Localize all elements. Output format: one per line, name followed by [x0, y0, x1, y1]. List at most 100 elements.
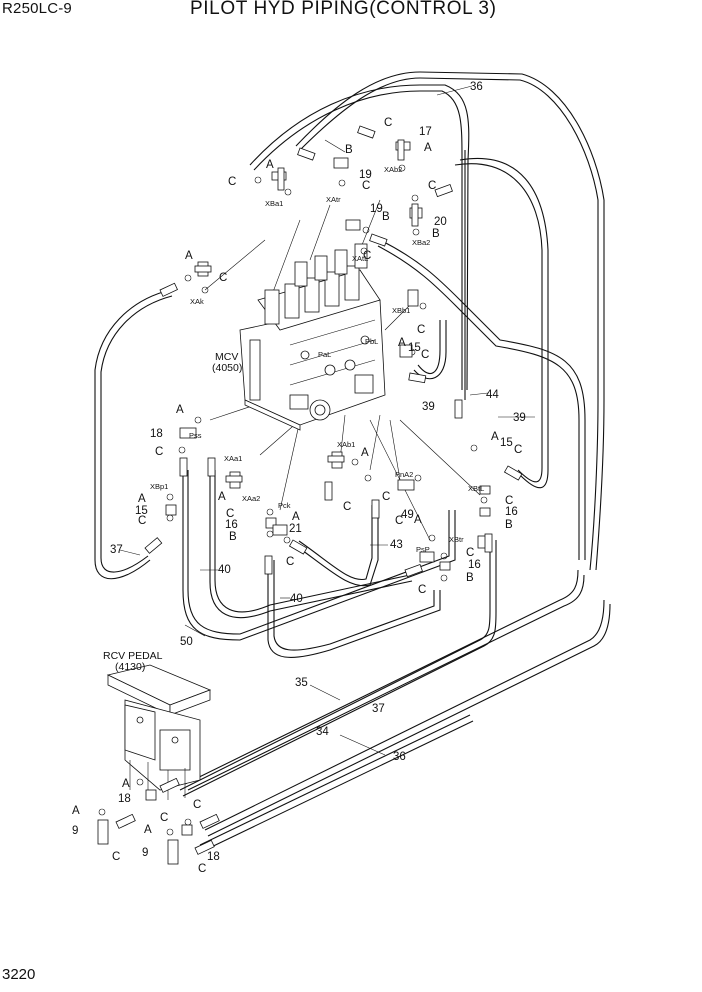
part-number-18: 18: [207, 851, 220, 863]
letter-c: C: [286, 556, 294, 568]
letter-c: C: [363, 250, 371, 262]
rcv-pedal-body: [106, 664, 212, 800]
letter-c: C: [193, 799, 201, 811]
part-number-34: 34: [316, 726, 329, 738]
part-number-16: 16: [225, 519, 238, 531]
letter-a: A: [398, 337, 406, 349]
part-number-39: 39: [422, 401, 435, 413]
port-label-xba2: XBa2: [412, 238, 430, 247]
part-number-15: 15: [408, 342, 421, 354]
part-number-19: 19: [359, 169, 372, 181]
letter-c: C: [160, 812, 168, 824]
letter-c: C: [228, 176, 236, 188]
letter-b: B: [505, 519, 513, 531]
letter-b: B: [432, 228, 440, 240]
part-number-18: 18: [118, 793, 131, 805]
port-label-xak: XAk: [190, 297, 204, 306]
part-number-41: 36: [470, 81, 483, 93]
mcv-label: MCV: [215, 351, 238, 363]
letter-c: C: [362, 180, 370, 192]
letter-c: C: [395, 515, 403, 527]
letter-b: B: [345, 144, 353, 156]
fittings: [97, 125, 523, 865]
part-number-21: 21: [289, 523, 302, 535]
letter-a: A: [72, 805, 80, 817]
letter-b: B: [229, 531, 237, 543]
port-label-psp: PsP: [416, 545, 430, 554]
letter-a: A: [138, 493, 146, 505]
letter-c: C: [155, 446, 163, 458]
letter-c: C: [112, 851, 120, 863]
leader-lines: [119, 85, 535, 756]
port-label-pna2: PnA2: [395, 470, 413, 479]
letter-a: A: [491, 431, 499, 443]
port-label-xbb1: XBb1: [392, 306, 410, 315]
letter-a: A: [176, 404, 184, 416]
letter-c: C: [138, 515, 146, 527]
part-number-9: 9: [72, 825, 78, 837]
port-label-xbtl: XBtL: [468, 484, 484, 493]
port-label-pbl: PbL: [365, 337, 378, 346]
port-label-xba1: XBa1: [265, 199, 283, 208]
hose-lines: [94, 71, 611, 852]
part-number-18: 18: [150, 428, 163, 440]
port-label-pal: PaL: [318, 350, 331, 359]
port-label-xbtr: XBtr: [449, 535, 464, 544]
rcv-pedal-code: (4130): [115, 661, 145, 673]
mcv-code: (4050): [212, 362, 242, 374]
part-number-49: 49: [401, 509, 414, 521]
letter-a: A: [122, 778, 130, 790]
letter-c: C: [417, 324, 425, 336]
port-labels: XBa1 XAk XAtr XAb2 XAtL XBa2 XBb1 PaL Pb…: [150, 165, 484, 554]
letter-a: A: [185, 250, 193, 262]
part-number-40: 40: [290, 593, 303, 605]
letter-b: B: [382, 211, 390, 223]
port-letter-labels: C A B A C C C B B C A C C A C A C A C A …: [72, 117, 522, 875]
part-number-40: 40: [218, 564, 231, 576]
part-number-16: 16: [468, 559, 481, 571]
component-labels: MCV (4050) RCV PEDAL (4130): [103, 351, 242, 673]
letter-c: C: [226, 508, 234, 520]
letter-c: C: [343, 501, 351, 513]
part-number-labels: 36 17 19 19 20 15 39 44 39 15 18 15 16 2…: [72, 81, 526, 863]
letter-a: A: [144, 824, 152, 836]
port-label-xatl: XAtL: [352, 254, 368, 263]
port-label-xbp1: XBp1: [150, 482, 168, 491]
letter-a: A: [266, 159, 274, 171]
port-label-pss: Pss: [189, 431, 202, 440]
letter-c: C: [418, 584, 426, 596]
mcv-valve-body: [239, 243, 386, 431]
part-number-15: 15: [135, 505, 148, 517]
letter-a: A: [414, 514, 422, 526]
letter-c: C: [514, 444, 522, 456]
part-number-42: 37: [110, 544, 123, 556]
part-number-19: 19: [370, 203, 383, 215]
rcv-pedal-label: RCV PEDAL: [103, 650, 163, 662]
letter-a: A: [218, 491, 226, 503]
letter-c: C: [428, 180, 436, 192]
part-number-17: 17: [419, 126, 432, 138]
part-number-44: 44: [486, 389, 499, 401]
part-number-36: 36: [393, 751, 406, 763]
letter-c: C: [198, 863, 206, 875]
letter-a: A: [361, 447, 369, 459]
port-label-xaa2: XAa2: [242, 494, 260, 503]
letter-c: C: [384, 117, 392, 129]
part-number-37: 37: [372, 703, 385, 715]
port-label-xatr: XAtr: [326, 195, 341, 204]
part-number-35: 35: [295, 677, 308, 689]
model-code: R250LC-9: [2, 0, 72, 17]
letter-c: C: [421, 349, 429, 361]
part-number-16: 16: [505, 506, 518, 518]
part-number-15: 15: [500, 437, 513, 449]
letter-c: C: [466, 547, 474, 559]
part-number-20: 20: [434, 216, 447, 228]
part-number-39: 39: [513, 412, 526, 424]
letter-c: C: [219, 272, 227, 284]
letter-a: A: [424, 142, 432, 154]
page-title: PILOT HYD PIPING(CONTROL 3): [190, 0, 497, 19]
letter-a: A: [292, 511, 300, 523]
port-label-xab1: XAb1: [337, 440, 355, 449]
part-number-9: 9: [142, 847, 148, 859]
